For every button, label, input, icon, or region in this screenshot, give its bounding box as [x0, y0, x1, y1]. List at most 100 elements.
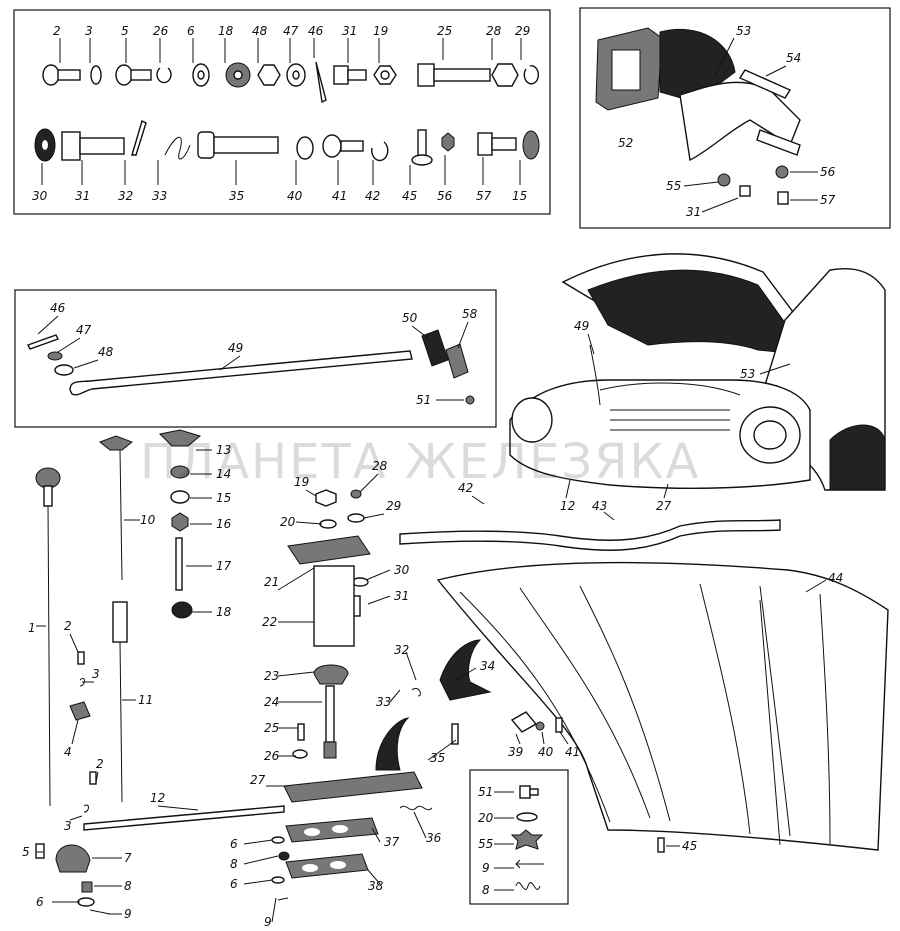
- part-number-label: 43: [592, 499, 607, 513]
- part-number-label: 16: [216, 517, 232, 531]
- part-number-label: 30: [394, 563, 410, 577]
- part-number-label: 47: [283, 24, 299, 38]
- part-number-label: 6: [187, 24, 195, 38]
- part-number-label: 40: [287, 189, 303, 203]
- hardware-row1-parts: [42, 61, 539, 104]
- part-number-label: 8: [230, 857, 238, 871]
- lock-parts: [35, 429, 492, 915]
- part-number-label: 42: [365, 189, 380, 203]
- part-number-label: 6: [36, 895, 44, 909]
- part-number-label: 20: [478, 811, 494, 825]
- part-number-label: 57: [820, 193, 836, 207]
- part-number-label: 9: [264, 915, 272, 929]
- part-number-label: 35: [229, 189, 244, 203]
- part-number-label: 2: [96, 757, 104, 771]
- part-number-label: 58: [462, 307, 478, 321]
- part-number-label: 32: [118, 189, 133, 203]
- part-number-label: 55: [478, 837, 493, 851]
- hood-panel: [436, 561, 889, 851]
- part-number-label: 31: [75, 189, 90, 203]
- part-number-label: 20: [280, 515, 296, 529]
- part-number-label: 54: [786, 51, 801, 65]
- part-number-label: 6: [230, 877, 238, 891]
- part-number-label: 6: [230, 837, 238, 851]
- hardware-row1-labels: 2 3 5 26 6 18 48 47 46 31 19 25 28 29: [53, 24, 530, 38]
- part-number-label: 25: [264, 721, 279, 735]
- part-number-label: 18: [216, 605, 232, 619]
- part-number-label: 41: [565, 745, 580, 759]
- part-number-label: 15: [216, 491, 231, 505]
- part-number-label: 19: [294, 475, 309, 489]
- part-number-label: 21: [264, 575, 279, 589]
- rod-box: [14, 289, 497, 428]
- part-number-label: 48: [252, 24, 268, 38]
- part-number-label: 27: [250, 773, 266, 787]
- part-number-label: 31: [686, 205, 701, 219]
- part-number-label: 46: [308, 24, 324, 38]
- part-number-label: 29: [386, 499, 401, 513]
- hardware-box: [13, 9, 551, 215]
- part-number-label: 10: [140, 513, 156, 527]
- part-number-label: 3: [64, 819, 72, 833]
- part-number-label: 51: [416, 393, 431, 407]
- part-number-label: 42: [458, 481, 473, 495]
- part-number-label: 35: [430, 751, 445, 765]
- part-number-label: 26: [264, 749, 280, 763]
- part-number-label: 52: [618, 136, 633, 150]
- part-number-label: 49: [228, 341, 243, 355]
- part-number-label: 15: [512, 189, 527, 203]
- part-number-label: 27: [656, 499, 672, 513]
- part-number-label: 28: [486, 24, 502, 38]
- part-number-label: 53: [740, 367, 755, 381]
- part-number-label: 26: [153, 24, 169, 38]
- part-number-label: 8: [482, 883, 490, 897]
- part-number-label: 38: [368, 879, 384, 893]
- part-number-label: 5: [121, 24, 129, 38]
- part-number-label: 1: [28, 621, 36, 635]
- part-number-label: 45: [682, 839, 697, 853]
- part-number-label: 29: [515, 24, 530, 38]
- part-number-label: 13: [216, 443, 231, 457]
- part-number-label: 9: [482, 861, 490, 875]
- part-number-label: 57: [476, 189, 492, 203]
- pad-box: [579, 7, 891, 229]
- part-number-label: 28: [372, 459, 388, 473]
- part-number-label: 23: [264, 669, 279, 683]
- part-number-label: 4: [64, 745, 72, 759]
- part-number-label: 49: [574, 319, 589, 333]
- part-number-label: 41: [332, 189, 347, 203]
- part-number-label: 9: [124, 907, 132, 921]
- cable-43: [399, 519, 781, 551]
- part-number-label: 2: [64, 619, 72, 633]
- part-number-label: 56: [820, 165, 836, 179]
- part-number-label: 12: [150, 791, 165, 805]
- part-number-label: 18: [218, 24, 234, 38]
- part-number-label: 34: [480, 659, 495, 673]
- part-number-label: 45: [402, 189, 417, 203]
- pad-box-parts: [595, 27, 801, 205]
- part-number-label: 31: [394, 589, 409, 603]
- rod-box-parts: [27, 329, 475, 405]
- small-parts-box: [469, 769, 569, 905]
- part-number-label: 32: [394, 643, 409, 657]
- part-number-label: 33: [152, 189, 167, 203]
- small-parts: [510, 785, 544, 890]
- part-number-label: 3: [92, 667, 100, 681]
- part-number-label: 12: [560, 499, 575, 513]
- watermark: ПЛАНЕТА ЖЕЛЕЗЯКА: [140, 434, 700, 490]
- part-number-label: 40: [538, 745, 554, 759]
- part-number-label: 47: [76, 323, 92, 337]
- part-number-label: 17: [216, 559, 232, 573]
- part-number-label: 44: [828, 571, 843, 585]
- part-number-label: 48: [98, 345, 114, 359]
- part-number-label: 55: [666, 179, 681, 193]
- part-number-label: 37: [384, 835, 400, 849]
- part-number-label: 3: [85, 24, 93, 38]
- part-number-label: 14: [216, 467, 231, 481]
- hardware-row2-parts: [34, 119, 540, 166]
- part-number-label: 2: [53, 24, 61, 38]
- part-number-label: 5: [22, 845, 30, 859]
- part-number-label: 19: [373, 24, 388, 38]
- part-number-label: 11: [138, 693, 153, 707]
